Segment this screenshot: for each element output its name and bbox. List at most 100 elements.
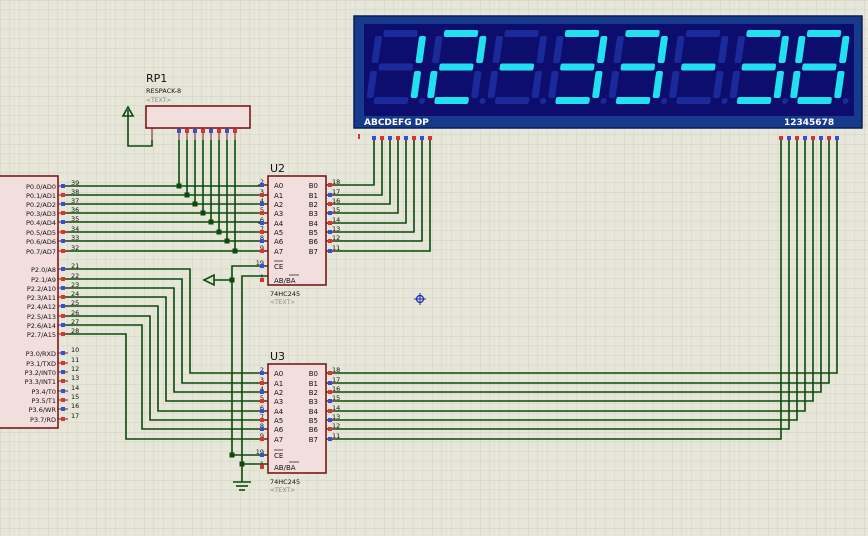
pin-marker — [260, 202, 264, 206]
wire-u3-dig-4 — [326, 138, 806, 412]
segment-a — [685, 30, 721, 37]
junction-dot — [229, 277, 235, 283]
wire-p2-5 — [65, 315, 268, 421]
pin-marker — [61, 230, 65, 234]
wire-u3-dig-3 — [326, 138, 814, 402]
rp1-body[interactable] — [145, 105, 251, 129]
pin-marker — [328, 211, 332, 215]
junction-dot — [229, 452, 235, 458]
u2-pin-b3: 15 — [332, 206, 340, 214]
segment-d — [373, 97, 409, 104]
mcu-pin: 26 — [71, 309, 79, 317]
junction-dot — [224, 238, 230, 244]
pin-marker — [61, 304, 65, 308]
pin-marker — [61, 370, 65, 374]
segment-a — [746, 30, 781, 37]
pin-marker — [328, 390, 332, 394]
mcu-label: P0.6/AD6 — [26, 238, 56, 246]
digit-pin-labels: 12345678 — [784, 118, 834, 128]
pin-marker — [61, 398, 65, 402]
u2-pin-b4: 14 — [332, 216, 340, 224]
mcu-pin: 37 — [71, 197, 79, 205]
mcu-label: P3.6/WR — [29, 406, 57, 414]
pin-marker — [328, 202, 332, 206]
u3-pin-b1: 17 — [332, 376, 340, 384]
pin-marker — [177, 129, 181, 133]
u3-body[interactable] — [267, 363, 327, 474]
pin-marker — [61, 314, 65, 318]
mcu-pin: 34 — [71, 225, 79, 233]
pin-marker — [61, 379, 65, 383]
wire-u3-dig-0 — [326, 138, 838, 374]
u2-pin-b6: 12 — [332, 234, 340, 242]
u2-pin-a2: 4 — [260, 197, 264, 205]
mcu-pin: 14 — [71, 384, 79, 392]
u2-label-b7: B7 — [309, 248, 318, 256]
u3-pin-b3: 15 — [332, 394, 340, 402]
mcu-pin: 22 — [71, 272, 79, 280]
u3-label-b6: B6 — [309, 426, 319, 434]
pin-marker — [396, 136, 400, 140]
junction-dot — [239, 461, 245, 467]
segment-dp — [418, 98, 426, 104]
u3-pin-b6: 12 — [332, 422, 340, 430]
segment-f — [553, 36, 564, 63]
segment-e — [427, 71, 438, 98]
mcu-body[interactable] — [0, 175, 59, 429]
segment-f — [674, 36, 685, 63]
u3-label-a0: A0 — [274, 370, 283, 378]
mcu-pin: 32 — [71, 244, 79, 252]
segment-d — [615, 97, 651, 104]
u3-pin-b5: 13 — [332, 413, 340, 421]
segment-d — [555, 97, 590, 104]
u2-body[interactable] — [267, 175, 327, 286]
pin-marker — [193, 129, 197, 133]
mcu-label: P0.2/AD2 — [26, 201, 56, 209]
segment-f — [734, 36, 745, 63]
segment-b — [476, 36, 487, 63]
u3-pin-a4: 6 — [260, 404, 264, 412]
u3-pin-a2: 4 — [260, 385, 264, 393]
u2-label-b2: B2 — [309, 201, 318, 209]
display-digit-1 — [366, 30, 426, 104]
junction-dot — [232, 248, 238, 254]
segment-d — [434, 97, 469, 104]
u3-label-b0: B0 — [309, 370, 318, 378]
wire-u2-seg-2 — [326, 138, 391, 205]
pin-marker — [217, 129, 221, 133]
u3-pin-b4: 14 — [332, 404, 340, 412]
u2-text: <TEXT> — [270, 299, 295, 306]
u3-pin-a5: 7 — [260, 413, 264, 421]
mcu-pin: 21 — [71, 262, 79, 270]
pin-marker — [428, 136, 432, 140]
junction-dot — [184, 192, 190, 198]
segment-b — [597, 36, 608, 63]
pin-marker — [61, 249, 65, 253]
terminal-arrow-icon — [202, 273, 215, 287]
mcu-pin: 12 — [71, 365, 79, 373]
segment-f — [613, 36, 624, 63]
mcu-label: P0.1/AD1 — [26, 192, 56, 200]
u2-label-b4: B4 — [309, 220, 319, 228]
pin-marker — [260, 183, 264, 187]
pin-marker — [328, 239, 332, 243]
segment-c — [592, 71, 603, 98]
mcu-label: P3.7/RD — [30, 416, 56, 424]
pin-marker — [61, 295, 65, 299]
display-digit-5 — [608, 30, 668, 104]
u2-pin-a6: 8 — [260, 234, 264, 242]
segment-a — [625, 30, 660, 37]
u3-label-b4: B4 — [309, 408, 319, 416]
junction-dot — [192, 201, 198, 207]
u2-pin-b5: 13 — [332, 225, 340, 233]
segment-g — [681, 63, 716, 71]
segment-g — [741, 63, 777, 71]
rp1-part: RESPACK-8 — [146, 87, 181, 95]
segment-e — [790, 71, 801, 98]
mcu-label: P3.0/RXD — [26, 350, 56, 358]
segment-g — [439, 63, 474, 71]
u2-pin-a0: 2 — [260, 178, 264, 186]
pin-marker — [358, 134, 360, 139]
pin-marker — [61, 323, 65, 327]
